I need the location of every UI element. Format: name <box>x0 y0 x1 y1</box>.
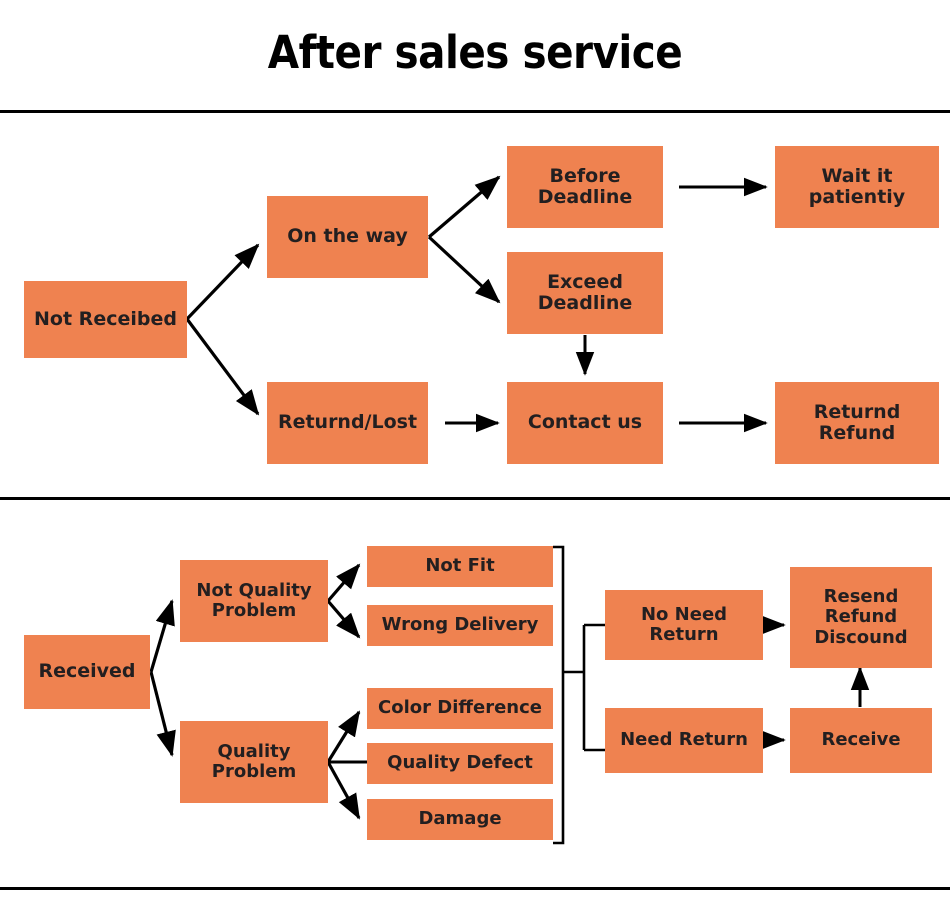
node-returnd-lost[interactable]: Returnd/Lost <box>267 382 428 464</box>
node-need-return[interactable]: Need Return <box>605 708 763 773</box>
node-returnd-refund-line1: Returnd <box>813 400 901 423</box>
node-on-the-way[interactable]: On the way <box>267 196 428 278</box>
node-damage[interactable]: Damage <box>367 799 553 840</box>
node-not-quality-problem-line2: Problem <box>211 600 297 621</box>
node-received[interactable]: Received <box>24 635 150 709</box>
node-quality-defect[interactable]: Quality Defect <box>367 743 553 784</box>
page-title: After sales service <box>267 26 683 79</box>
node-receive[interactable]: Receive <box>790 708 932 773</box>
node-before-deadline-line1: Before <box>549 164 621 187</box>
node-not-quality-problem-line1: Not Quality <box>196 579 312 601</box>
node-wait-it-patiently-line2: patientiy <box>808 186 906 208</box>
node-exceed-deadline-line1: Exceed <box>547 270 623 293</box>
node-wait-it-patiently-line1: Wait it <box>821 164 893 187</box>
node-no-need-return[interactable]: No Need Return <box>605 590 763 660</box>
node-exceed-deadline[interactable]: Exceed Deadline <box>507 252 663 334</box>
node-no-need-return-line1: No Need <box>640 603 728 625</box>
node-no-need-return-line2: Return <box>649 624 719 645</box>
node-resend-refund-discound-line3: Discound <box>814 626 908 648</box>
node-not-received[interactable]: Not Receibed <box>24 281 187 358</box>
node-wait-it-patiently[interactable]: Wait it patientiy <box>775 146 939 228</box>
node-color-difference[interactable]: Color Difference <box>367 688 553 729</box>
node-quality-problem[interactable]: Quality Problem <box>180 721 328 803</box>
node-resend-refund-discound[interactable]: Resend Refund Discound <box>790 567 932 668</box>
divider-bottom <box>0 887 950 890</box>
node-wrong-delivery[interactable]: Wrong Delivery <box>367 605 553 646</box>
divider-top <box>0 110 950 113</box>
node-quality-problem-line2: Problem <box>211 761 297 782</box>
node-not-fit[interactable]: Not Fit <box>367 546 553 587</box>
node-not-quality-problem[interactable]: Not Quality Problem <box>180 560 328 642</box>
node-resend-refund-discound-line1: Resend <box>823 586 899 608</box>
node-exceed-deadline-line2: Deadline <box>537 292 633 314</box>
node-before-deadline-line2: Deadline <box>537 186 633 208</box>
node-contact-us[interactable]: Contact us <box>507 382 663 464</box>
node-before-deadline[interactable]: Before Deadline <box>507 146 663 228</box>
divider-middle <box>0 497 950 500</box>
node-resend-refund-discound-line2: Refund <box>824 606 898 628</box>
node-returnd-refund-line2: Refund <box>818 422 896 444</box>
node-quality-problem-line1: Quality <box>217 740 291 762</box>
node-returnd-refund[interactable]: Returnd Refund <box>775 382 939 464</box>
